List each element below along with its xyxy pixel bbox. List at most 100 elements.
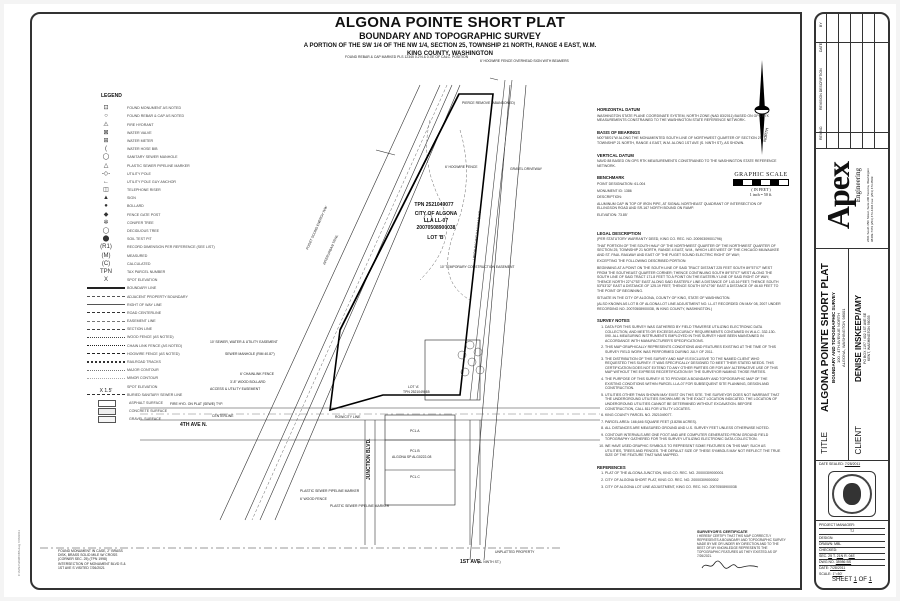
legend-line-item: SECTION LINE [85,325,215,333]
legend-item: ▲SIGN [85,194,215,202]
legend-line-swatch [87,328,125,330]
reference-item: PLAT OF THE ALGONA JUNCTION, KING CO. RE… [605,471,782,476]
legend-line-item: GRAVEL SURFACE [85,415,215,423]
legend-label: RECORD DIMENSION PER REFERENCE (SEE LIST… [127,245,215,250]
legend-label: BOLLARD [127,204,144,209]
legend-item: ◯SANITARY SEWER MANHOLE [85,153,215,161]
sheet-number: SHEET 1 OF 1 [832,577,872,583]
legend-label: WATER HOSE BIB [127,147,158,152]
parcel-rec: 20070508900038 [417,225,456,231]
legend-symbol-icon: X [103,277,108,284]
legend-line-swatch [87,337,125,339]
project-title: ALGONA POINTE SHORT PLAT BOUNDARY AND TO… [820,263,846,413]
legend-line-item: HOGWIRE FENCE (AS NOTED) [85,350,215,358]
legend-label: TAX PARCEL NUMBER [127,269,166,274]
certificate-heading: SURVEYOR'S CERTIFICATE [697,530,748,534]
legend-line-swatch [87,361,125,364]
legend-item: ✲CONIFER TREE [85,219,215,227]
references-heading: REFERENCES [597,464,626,470]
legend-label: WATER METER [127,138,154,143]
parcel-lots [384,339,481,506]
pcl-b-label: PCL B [410,449,420,453]
ann-pierce: PIERCE REMOVE (ABANDONED) [462,101,515,105]
references-list: PLAT OF THE ALGONA JUNCTION, KING CO. RE… [597,471,782,489]
scale-title: GRAPHIC SCALE [734,172,788,178]
certificate-text: I HEREBY CERTIFY THAT THIS MAP CORRECTLY… [697,534,786,558]
basis-of-bearings-text: N00°58'01"W ALONG THE MONUMENTED SOUTH L… [597,136,763,145]
survey-notes-list: DATA FOR THIS SURVEY WAS GATHERED BY FIE… [597,325,782,458]
legend-item: △PLASTIC SEWER PIPELINE MARKER [85,162,215,170]
legend-label: FOUND REBAR & CAP AS NOTED [127,114,185,119]
legend-line-item: ROAD CENTERLINE [85,309,215,317]
legend-symbol-icon: ◆ [103,211,109,218]
legend-label: RIGHT OF WAY LINE [127,302,162,307]
legend-item: -◇-UTILITY POLE [85,170,215,178]
legend-item: ◫TELEPHONE RISER [85,186,215,194]
legal-description-heading: LEGAL DESCRIPTION [597,230,641,236]
survey-notes-heading: SURVEY NOTES [597,318,630,324]
parcel-boundary [329,93,494,412]
legend-symbol-icon: (M) [101,252,111,259]
company-logo: Apex Engineering 2601 South 35th Street,… [816,148,888,249]
ann-fire-hyd: FIRE HYD. ON PLAT (SEWE) TYP. [170,402,223,406]
date-sealed-label: DATE SEALED: [819,462,844,466]
legend-label: HOGWIRE FENCE (AS NOTED) [127,351,180,356]
right-of-way-lines [219,77,527,561]
trail-label: INTERURBAN TRAIL [322,234,339,265]
scale-bar [733,179,789,186]
legend-line-item: MINOR CONTOUR [85,374,215,382]
legend-symbol-icon: ○ [104,113,108,120]
plat-subtitle: BOUNDARY AND TOPOGRAPHIC SURVEY [359,31,541,41]
survey-note: ALL DISTANCES ARE MEASURED GROUND AND U.… [605,426,782,431]
survey-note: KING COUNTY PARCEL NO. 2521049077. [605,413,782,418]
sheet-title: ALGONA POINTE SHORT PLAT BOUNDARY AND TO… [250,14,650,58]
svg-text:NORTH: NORTH [762,127,769,142]
legend-label: SOIL TEST PIT [127,237,152,242]
legend-line-item: WOOD FENCE (AS NOTED) [85,333,215,341]
reference-item: CITY OF ALGONA LOT LINE ADJUSTMENT, KING… [605,485,782,490]
legal-ref: (PER STATUTORY WARRANTY DEED, KING CO. R… [597,237,722,242]
surveyor-seal-icon [828,471,876,517]
legend-item: ⊡FOUND MONUMENT AS NOTED [85,104,215,112]
ann-access-esmt: ACCESS & UTILITY EASEMENT [210,387,260,391]
legal-paragraphs: THAT PORTION OF THE SOUTH HALF OF THE NO… [597,244,782,312]
legend-line-item: ASPHALT SURFACE [85,399,215,407]
legend-line-swatch [87,353,125,355]
legend-label: ADJACENT PROPERTY BOUNDARY [127,294,188,299]
basis-of-bearings-heading: BASIS OF BEARINGS [597,129,641,135]
legend-symbols: ⊡FOUND MONUMENT AS NOTED○ FOUND REBAR & C… [85,104,215,284]
legend-symbol-icon: ◫ [103,187,109,194]
pcl-c-label: PCL C [410,475,420,479]
date-sealed-value: 7/28/2011 [844,462,861,466]
lot-a-label: LOT 'A' [408,385,419,389]
legend-heading: LEGEND [101,93,122,99]
legend-symbol-icon: ← [103,178,109,185]
legend-symbol-icon: ▲ [103,195,109,202]
survey-note: THE PURPOSE OF THIS SURVEY IS TO PROVIDE… [605,377,782,391]
ann-hogwire: 6' HOGWIRE FENCE [445,165,478,169]
survey-note: THE DISTRIBUTION OF THIS SURVEY AND MAP … [605,357,782,375]
legend-item: ⬤SOIL TEST PIT [85,235,215,243]
survey-note: PARCEL AREA: 166,646 SQUARE FEET (3.8256… [605,420,782,425]
ann-top-left: FOUND REBAR & CAP MARKED PLS 12345 0.2'N… [345,55,469,59]
horizontal-datum-heading: HORIZONTAL DATUM [597,107,641,112]
legend-line-swatch [87,377,125,379]
legend-symbol-icon: ◯ [102,154,110,161]
legend-line-swatch [87,287,125,290]
legend-symbol-icon: ● [104,203,108,210]
street-lines [140,407,600,545]
benchmark-heading: BENCHMARK [597,175,625,181]
legend-line-item: BURIED SANITARY SEWER LINE [85,391,215,399]
reference-item: CITY OF ALGONA SHORT PLAT, KING CO. REC.… [605,478,782,483]
legend-item: ● BOLLARD [85,202,215,210]
legend-line-item: RAILROAD TRACKS [85,358,215,366]
legend-label: CALCULATED [127,261,151,266]
ann-sewer-mh: SEWER MANHOLE (RIM 40.87') [225,352,275,356]
survey-sheet [4,4,896,597]
legend-line-swatch [87,312,125,314]
legend-line-swatch [98,399,116,407]
legend-line-swatch [87,320,125,322]
vertical-datum-heading: VERTICAL DATUM [597,152,634,158]
